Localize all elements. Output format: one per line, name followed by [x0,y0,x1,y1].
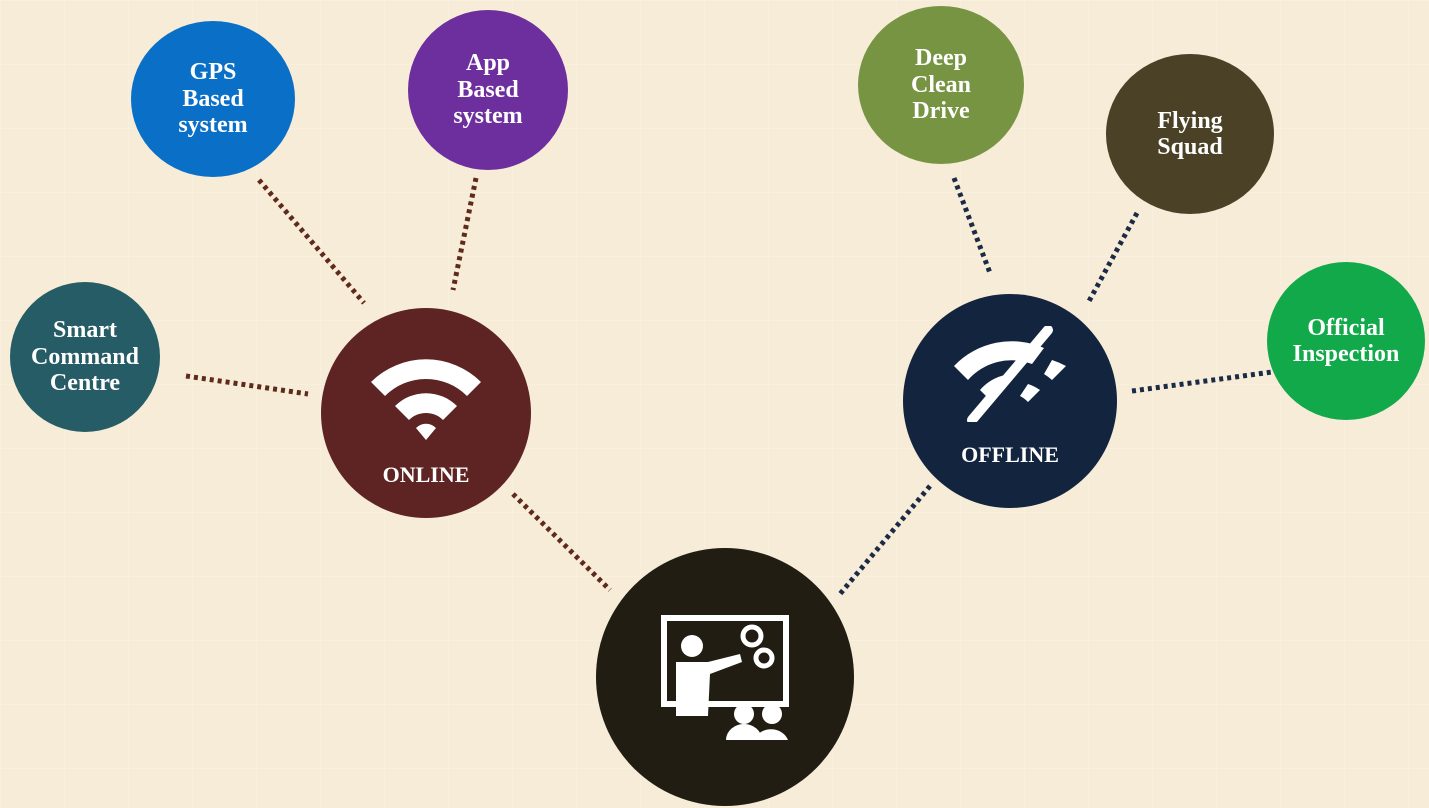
offline-label: OFFLINE [961,442,1059,467]
node-label-line: Based [457,76,519,103]
connector-offline-center [838,484,932,596]
connector-online-gps [257,178,366,305]
connector-online-app [450,177,479,291]
smart-command-centre-node: Smart Command Centre [10,282,160,432]
connector-offline-official [1131,369,1273,394]
node-label-line: Command [30,343,139,370]
online-label: ONLINE [382,462,470,487]
offline-hub-node: OFFLINE [903,294,1117,508]
node-label-line: system [178,112,248,139]
wifi-icon [371,359,481,440]
presentation-icon [661,615,789,740]
connector-online-smart [185,373,309,397]
node-label-line: GPS [189,59,237,86]
connector-offline-deep [951,177,993,274]
node-label-line: Smart [53,317,117,344]
node-label-line: Clean [911,71,971,98]
node-label-line: Official [1307,314,1385,341]
node-label-line: App [465,50,511,77]
node-label-line: Centre [49,370,121,397]
node-label-line: Inspection [1292,341,1400,367]
node-label-line: Flying [1157,107,1223,134]
gps-based-system-node: GPS Based system [131,21,295,177]
flying-squad-node: Flying Squad [1106,54,1274,214]
node-label-line: Deep [915,45,967,72]
app-based-system-node: App Based system [408,10,568,170]
center-hub-node [596,548,854,806]
connector-online-center [511,492,612,592]
node-label-line: Drive [912,98,970,125]
node-label-line: Based [182,85,244,112]
deep-clean-drive-node: Deep Clean Drive [858,6,1024,164]
connector-offline-flying [1085,211,1140,305]
online-hub-node: ONLINE [321,308,531,518]
node-label-line: Squad [1157,134,1223,160]
official-inspection-node: Official Inspection [1267,262,1425,420]
node-label-line: system [453,103,523,130]
wifi-off-icon [954,326,1066,422]
